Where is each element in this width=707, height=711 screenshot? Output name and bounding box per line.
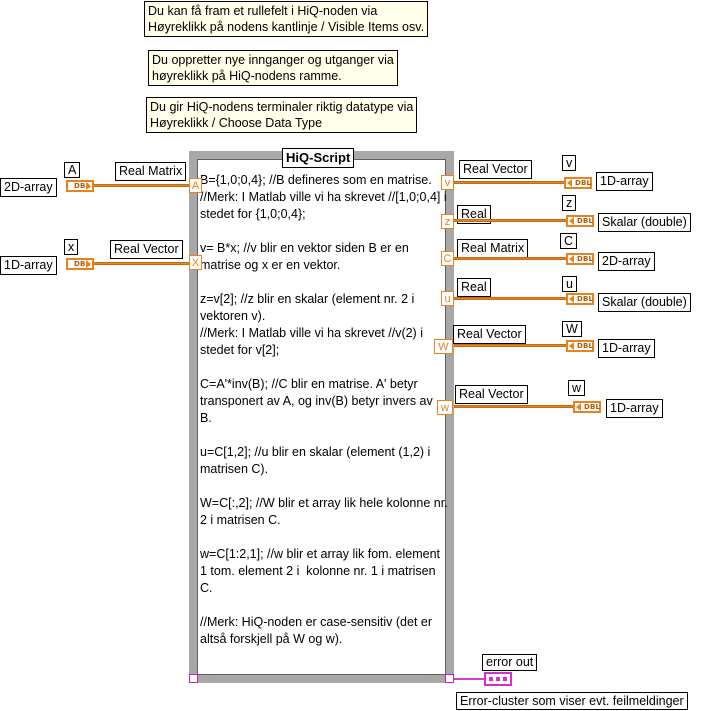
- wire-x[interactable]: [94, 262, 190, 265]
- type-label-real-vector: Real Vector: [455, 385, 528, 404]
- wire-u[interactable]: [454, 297, 566, 300]
- input-terminal-x[interactable]: X: [189, 255, 202, 270]
- output-terminal-w-lower[interactable]: w: [437, 400, 453, 415]
- wire-c[interactable]: [454, 257, 566, 260]
- input-var-a: A: [64, 162, 81, 178]
- output-var-w-lower: w: [568, 380, 586, 396]
- output-terminal-v[interactable]: v: [441, 175, 454, 190]
- input-control-2d-array[interactable]: 2D-array: [0, 178, 57, 197]
- wire-v[interactable]: [454, 181, 564, 184]
- dbl-indicator-icon: DBL: [566, 215, 594, 227]
- indicator-1d-array: 1D-array: [596, 172, 653, 191]
- type-label-real-matrix: Real Matrix: [115, 162, 187, 181]
- note-inputs-outputs: Du oppretter nye innganger og utganger v…: [148, 50, 398, 86]
- output-var-u: u: [562, 276, 577, 292]
- type-label-real-vector: Real Vector: [459, 160, 532, 179]
- note-data-type: Du gir HiQ-nodens terminaler riktig data…: [146, 97, 418, 133]
- node-title: HiQ-Script: [282, 148, 355, 168]
- indicator-1d-array: 1D-array: [606, 399, 663, 418]
- indicator-2d-array: 2D-array: [598, 252, 655, 271]
- output-terminal-u[interactable]: u: [441, 291, 454, 306]
- indicator-skalar-double: Skalar (double): [598, 213, 691, 232]
- output-terminal-w-upper[interactable]: W: [434, 339, 453, 354]
- dbl-indicator-icon: DBL: [566, 253, 594, 265]
- hiq-script-node[interactable]: [189, 151, 454, 683]
- dbl-indicator-icon: DBL: [573, 401, 601, 413]
- error-out-terminal[interactable]: [445, 674, 454, 683]
- wire-w-lower[interactable]: [454, 405, 574, 408]
- dbl-indicator-icon: DBL: [566, 340, 594, 352]
- input-control-1d-array[interactable]: 1D-array: [0, 256, 57, 275]
- output-var-z: z: [562, 195, 577, 211]
- type-label-real-matrix: Real Matrix: [457, 239, 529, 258]
- dbl-indicator-icon: DBL: [566, 293, 594, 305]
- dbl-control-icon[interactable]: DBL: [66, 180, 94, 192]
- cluster-icon: [484, 672, 512, 686]
- output-var-v: v: [562, 155, 577, 171]
- input-var-x: x: [64, 239, 79, 255]
- dbl-control-icon[interactable]: DBL: [66, 258, 94, 270]
- error-wire[interactable]: [454, 678, 484, 680]
- wire-z[interactable]: [454, 219, 566, 222]
- error-cluster-description: Error-cluster som viser evt. feilmelding…: [456, 692, 688, 710]
- output-terminal-z[interactable]: z: [441, 214, 454, 229]
- wire-w-upper[interactable]: [454, 344, 566, 347]
- script-text[interactable]: B={1,0;0,4}; //B defineres som en matris…: [200, 173, 448, 646]
- type-label-real-vector: Real Vector: [110, 240, 183, 259]
- output-var-c: C: [560, 233, 578, 249]
- output-var-w-upper: W: [562, 321, 582, 337]
- dbl-indicator-icon: DBL: [564, 177, 592, 189]
- indicator-skalar-double: Skalar (double): [598, 293, 691, 312]
- output-terminal-c[interactable]: C: [441, 251, 454, 266]
- script-area[interactable]: [197, 159, 446, 675]
- note-scrollbar: Du kan få fram et rullefelt i HiQ-noden …: [144, 1, 429, 37]
- wire-a[interactable]: [94, 184, 190, 187]
- input-terminal-a[interactable]: A: [189, 178, 202, 193]
- type-label-real: Real: [457, 278, 491, 297]
- error-out-label: error out: [482, 654, 538, 671]
- error-in-terminal[interactable]: [189, 674, 198, 683]
- indicator-1d-array: 1D-array: [598, 339, 655, 358]
- type-label-real-vector: Real Vector: [453, 325, 526, 344]
